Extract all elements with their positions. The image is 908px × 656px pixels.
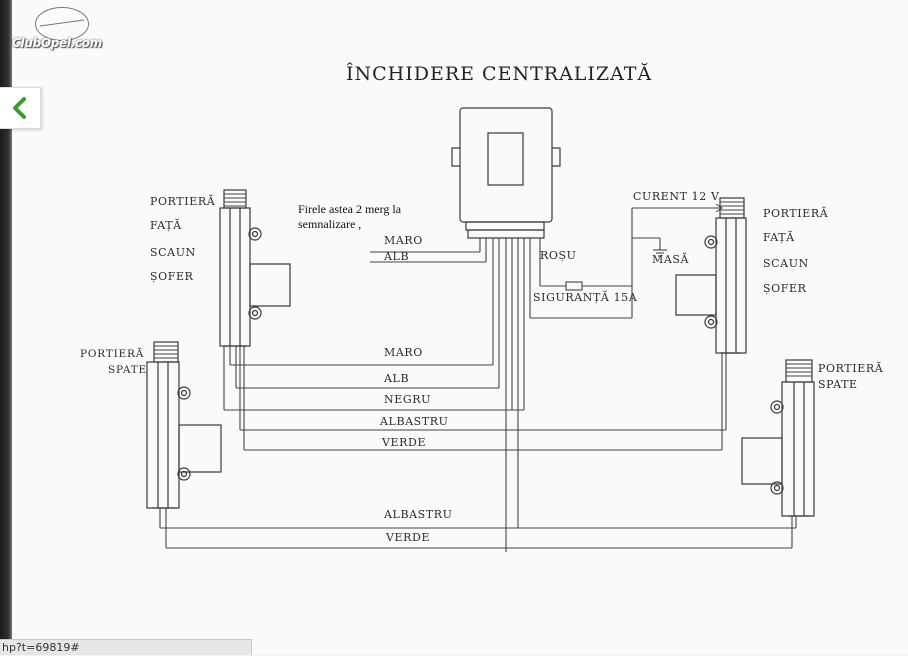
- control-unit-connector: [465, 221, 545, 231]
- wire-label-verde: VERDE: [382, 436, 427, 449]
- label-front-right-fata: FAȚĂ: [763, 231, 795, 244]
- actuator-front-left: [219, 189, 291, 347]
- diagram-title: ÎNCHIDERE CENTRALIZATĂ: [346, 63, 653, 85]
- diagram-paper: [10, 0, 908, 655]
- label-rear-left-portiera: PORTIERĂ: [80, 348, 145, 360]
- wire-label-verde-rear: VERDE: [386, 531, 431, 544]
- ribbing-rear-left: [154, 345, 178, 359]
- logo-ring-icon: [35, 7, 89, 41]
- actuator-front-right: [675, 197, 747, 354]
- ribbing-front-right: [720, 201, 744, 215]
- label-rear-right-spate: SPATE: [818, 378, 858, 391]
- label-front-left-portiera: PORTIERĂ: [150, 195, 216, 208]
- label-rear-left-spate: SPATE: [108, 364, 147, 376]
- ribbing-rear-right: [786, 363, 812, 377]
- supply-arrow: [715, 203, 723, 213]
- label-front-left-fata: FAȚĂ: [150, 219, 182, 232]
- wire-label-alb-top: ALB: [384, 250, 410, 263]
- page-edge: [0, 0, 12, 655]
- status-bar-url: hp?t=69819#: [0, 639, 252, 655]
- ground-symbol: [653, 249, 667, 257]
- ribbing-front-left: [224, 193, 246, 207]
- label-masa: MASĂ: [652, 253, 690, 266]
- handwritten-note: Firele astea 2 merg la semnalizare ,: [298, 202, 402, 231]
- wire-label-alb: ALB: [384, 372, 410, 385]
- control-unit-tab-right: [552, 147, 561, 167]
- label-rosu: ROȘU: [540, 249, 577, 262]
- logo-text: ClubOpel.com: [12, 36, 102, 50]
- label-front-right-portiera: PORTIERĂ: [763, 207, 829, 220]
- actuator-rear-left: [146, 341, 222, 509]
- clubopel-logo: ClubOpel.com: [12, 8, 112, 63]
- chevron-left-icon: [13, 97, 26, 119]
- fuse-symbol: [565, 281, 583, 291]
- label-front-right-sofer: ȘOFER: [763, 282, 807, 295]
- wire-label-albastru-rear: ALBASTRU: [384, 508, 453, 521]
- label-front-left-scaun: SCAUN: [150, 246, 196, 259]
- wiring-harness: [159, 207, 797, 552]
- control-unit-connector-lower: [467, 229, 545, 239]
- label-front-right-scaun: SCAUN: [763, 257, 809, 270]
- wire-label-maro-top: MARO: [384, 234, 423, 247]
- wire-label-negru: NEGRU: [384, 393, 431, 406]
- label-front-left-sofer: ȘOFER: [150, 270, 194, 283]
- label-curent-12v: CURENT 12 V: [633, 190, 720, 203]
- control-unit-body: [459, 107, 553, 223]
- wire-label-maro: MARO: [384, 346, 423, 359]
- label-rear-right-portiera: PORTIERĂ: [818, 362, 884, 375]
- back-button[interactable]: [0, 87, 41, 129]
- actuator-rear-right: [741, 359, 815, 517]
- control-unit-window: [487, 132, 524, 186]
- control-unit-tab-left: [451, 147, 460, 167]
- wire-label-albastru: ALBASTRU: [380, 415, 449, 428]
- label-siguranta: SIGURANȚĂ 15A: [533, 291, 638, 304]
